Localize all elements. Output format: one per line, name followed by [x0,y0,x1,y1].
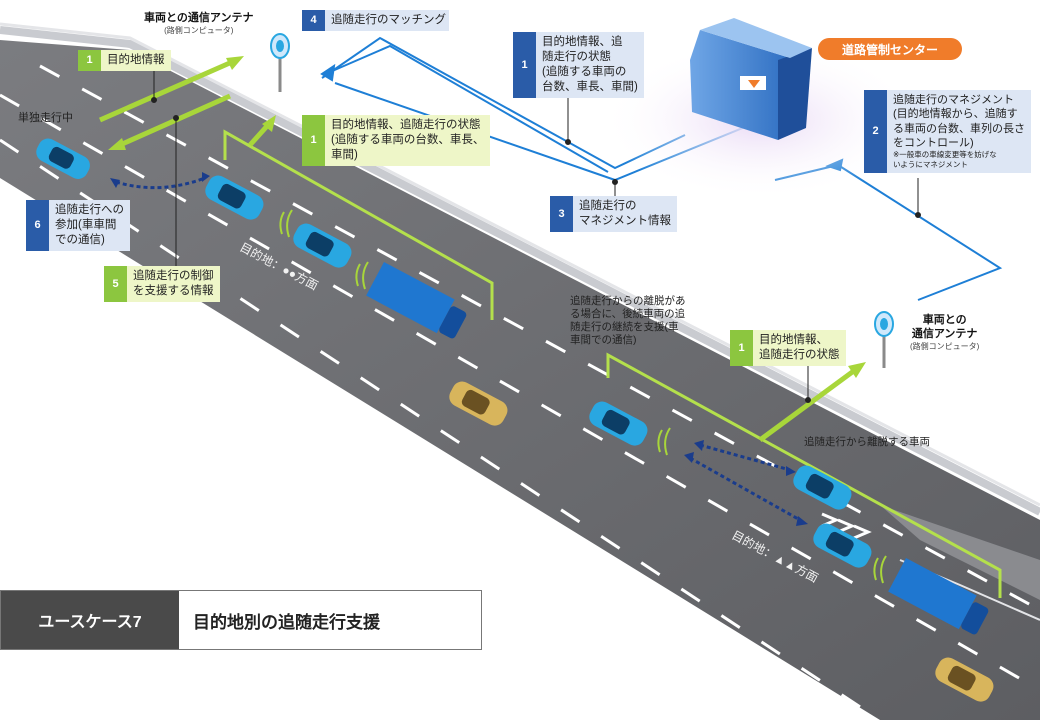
convoy-bracket-2 [606,352,1002,598]
callout-management-info: 3 追随走行の マネジメント情報 [550,196,677,232]
signal-waves [279,209,887,584]
callout-status-to-center: 1 目的地情報、追 随走行の状態 (追随する車両の 台数、車長、車間) [513,32,644,98]
car-leaving [793,465,852,510]
antenna-right-sub: (路側コンピュータ) [910,341,980,351]
car-join [205,175,264,220]
car-convoy-1 [293,223,352,268]
callout-convoy-management: 2 追随走行のマネジメント (目的地情報から、追随す る車両の台数、車列の長さ … [864,90,1031,173]
control-center-building [600,18,920,200]
car-single [36,138,90,179]
car-convoy-2 [589,401,648,446]
callout-convoy-status: 1 目的地情報、追随走行の状態 (追随する車両の台数、車長、 車間) [302,115,491,166]
callout-status-right: 1 目的地情報、 追随走行の状態 [730,330,846,366]
truck-convoy-2 [888,558,989,635]
antenna-top-title: 車両との通信アンテナ [144,12,254,24]
v2v-links [115,176,801,522]
callout-destination-info: 1 目的地情報 [78,50,171,71]
car-convoy-3 [813,523,872,568]
control-center-badge: 道路管制センター [818,38,962,60]
vehicles [36,138,994,702]
antenna-right-title-1: 車両との [922,314,967,326]
callout-join-convoy: 6 追随走行への 参加(車車間 での通信) [26,200,130,251]
antenna-top-icon [270,33,290,92]
truck-convoy-1 [366,262,467,339]
v2v-arrowheads [110,172,808,526]
label-leaving-vehicle: 追随走行から離脱する車両 [804,436,930,448]
car-gold-1 [449,381,508,426]
antenna-right-icon [874,311,894,368]
callout-control-support: 5 追随走行の制御 を支援する情報 [104,266,220,302]
car-gold-2 [935,657,994,702]
antenna-right-title-2: 通信アンテナ [911,327,978,340]
label-single-driving: 単独走行中 [18,112,73,124]
callout-matching: 4 追随走行のマッチング [302,10,449,31]
convoy-bracket-1 [223,129,494,320]
label-leave-note: 追随走行からの離脱があ る場合に、後続車両の追 随走行の継続を支援(車 車間での… [570,295,686,347]
antenna-right-label: 車両との 通信アンテナ (路側コンピュータ) [910,314,979,352]
antenna-top-sub: (路側コンピュータ) [164,25,234,35]
usecase-title: 目的地別の追随走行支援 [193,612,380,632]
usecase-banner: ユースケース7 目的地別の追随走行支援 [0,590,482,650]
usecase-tag: ユースケース7 [1,591,179,649]
antenna-top-label: 車両との通信アンテナ (路側コンピュータ) [144,12,253,36]
